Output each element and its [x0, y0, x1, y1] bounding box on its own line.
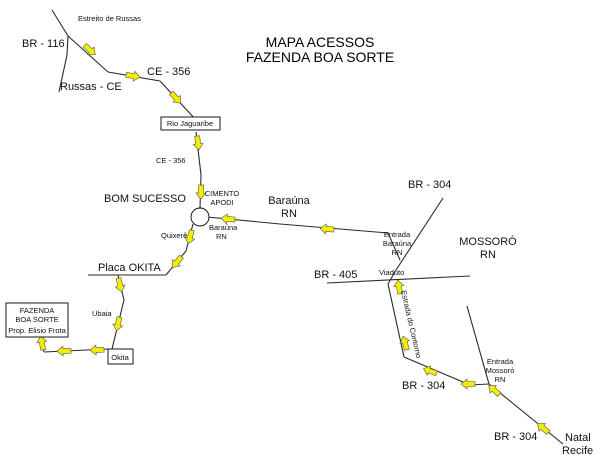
arrow-4 [192, 135, 204, 151]
label-entrada-mossoro: Entrada [487, 357, 514, 366]
label-okita: Okita [111, 353, 129, 362]
title-line1: MAPA ACESSOS [266, 34, 375, 50]
label-bom-sucesso: BOM SUCESSO [104, 193, 186, 205]
roads [39, 9, 564, 445]
arrow-14 [319, 223, 335, 235]
arrow-11 [56, 345, 72, 357]
label-viaduto: Viaduto [379, 268, 404, 277]
road-russas [58, 54, 68, 93]
arrow-6 [184, 229, 196, 245]
label-barauna-small-rn: RN [216, 232, 227, 241]
label-entrada-mossoro-name: Mossoró [486, 366, 515, 375]
roundabout [190, 207, 210, 227]
label-br304-bottom: BR - 304 [494, 431, 537, 443]
arrow-2 [125, 70, 141, 82]
label-barauna-small: Baraúna [209, 223, 238, 232]
title-line2: FAZENDA BOA SORTE [246, 49, 394, 65]
label-br304-mid: BR - 304 [402, 380, 445, 392]
okita-box [107, 348, 134, 365]
label-ce356-top: CE - 356 [147, 66, 190, 78]
road-contorno-a [387, 269, 397, 285]
label-entrada-barauna-name: Baraúna [383, 239, 412, 248]
label-cimento: CIMENTO [205, 189, 240, 198]
road-br304-natal [488, 383, 564, 445]
label-br116: BR - 116 [22, 38, 65, 50]
arrow-16 [399, 335, 411, 351]
road-contorno-b [387, 283, 405, 358]
arrow-19 [488, 385, 502, 397]
arrow-12 [36, 335, 48, 351]
arrow-10 [89, 344, 105, 356]
label-fazenda: FAZENDA [20, 306, 55, 315]
label-br304-top: BR - 304 [408, 179, 451, 191]
road-barauna-c [387, 232, 401, 261]
arrow-20 [537, 423, 551, 435]
arrow-8 [114, 277, 126, 293]
rio-jaguaribe-box [160, 116, 221, 131]
label-barauna-big-rn: RN [281, 208, 297, 220]
fazenda-box [5, 302, 69, 338]
arrow-3 [169, 90, 181, 104]
label-ce356-mid: CE - 356 [156, 156, 186, 165]
label-russas: Russas - CE [60, 81, 122, 93]
label-barauna-big: Baraúna [268, 195, 310, 207]
road-br405 [326, 275, 471, 284]
label-natal: Natal [565, 432, 591, 444]
label-estreito-de-russas: Estreito de Russas [78, 14, 141, 23]
label-boa-sorte: BOA SORTE [15, 315, 58, 324]
arrow-13 [220, 213, 236, 225]
direction-arrows [36, 43, 551, 435]
label-entrada-barauna: Entrada [384, 230, 411, 239]
label-br405: BR - 405 [314, 269, 357, 281]
label-apodi: APODI [210, 198, 233, 207]
label-entrada-mossoro-rn: RN [495, 375, 506, 384]
label-mossoro: MOSSORÓ [459, 235, 517, 248]
label-rio-jaguaribe: Rio Jaguaribe [167, 119, 213, 128]
road-entrada-mossoro [466, 305, 490, 385]
arrow-17 [422, 365, 438, 377]
road-br116-south [66, 35, 69, 56]
arrow-18 [460, 378, 476, 390]
arrow-1 [82, 43, 96, 55]
label-estrada-do-contorno: Estrada do Contorno [399, 289, 423, 358]
arrow-5 [195, 184, 207, 200]
label-mossoro-rn: RN [480, 249, 496, 261]
label-placa-okita: Placa OKITA [98, 262, 161, 274]
arrow-15 [393, 279, 405, 295]
label-recife: Recife [562, 445, 593, 457]
label-ubaia: Ubaia [92, 309, 112, 318]
road-br116-north [51, 9, 69, 37]
arrow-7 [172, 254, 184, 268]
label-quixere: Quixerê [161, 231, 187, 240]
road-br304-north [395, 197, 444, 271]
label-entrada-barauna-rn: RN [392, 248, 403, 257]
road-barauna-a [206, 216, 281, 225]
arrow-9 [112, 316, 124, 332]
label-proprietario: Prop. Elisio Frota [8, 326, 66, 335]
